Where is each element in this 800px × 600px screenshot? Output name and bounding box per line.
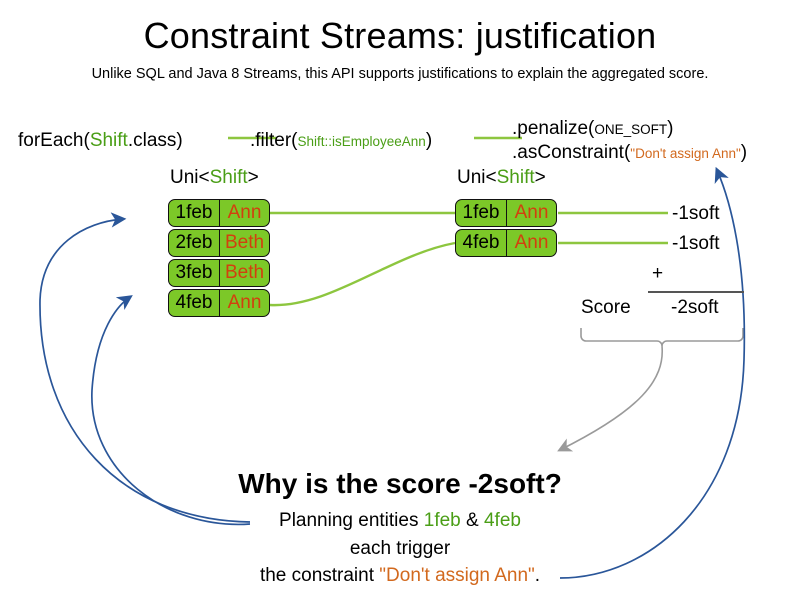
filter-tail: ) (425, 130, 433, 151)
score-explain-arrow (557, 345, 663, 452)
code-as-constraint: .asConstraint("Don't assign Ann") (512, 142, 747, 164)
shift-row[interactable]: 4feb Ann (168, 289, 270, 317)
explanation-line-1: Planning entities 1feb & 4feb (0, 510, 800, 532)
explanation-line1-prefix: Planning entities (279, 510, 424, 531)
explanation-line3-suffix: . (534, 565, 541, 586)
for-each-call: forEach( (18, 130, 90, 151)
as-constraint-tail: ) (740, 142, 748, 163)
shift-employee: Beth (224, 262, 265, 283)
code-penalize: .penalize(ONE_SOFT) (512, 118, 673, 140)
explanation-line3-prefix: the constraint (259, 565, 380, 586)
stream-line-4feb (269, 241, 456, 307)
explanation-amp: & (460, 510, 484, 531)
score-label: Score (581, 297, 631, 318)
score-brace (580, 328, 744, 347)
shift-date: 3feb (169, 260, 220, 286)
uni-right-type: Shift (496, 167, 535, 188)
filter-call: .filter( (250, 130, 298, 151)
uni-label-left: Uni<Shift> (170, 167, 259, 189)
score-divider (648, 291, 744, 293)
shift-employee: Ann (514, 232, 549, 253)
impact-value-2: -1soft (672, 233, 720, 254)
shift-row[interactable]: 1feb Ann (455, 199, 557, 227)
shift-row[interactable]: 4feb Ann (455, 229, 557, 257)
shift-date: 2feb (169, 230, 220, 256)
shift-row[interactable]: 2feb Beth (168, 229, 270, 257)
as-constraint-call: .asConstraint( (512, 142, 631, 163)
shift-list-left: 1feb Ann 2feb Beth 3feb Beth 4feb Ann (168, 199, 270, 319)
as-constraint-arg: "Don't assign Ann" (630, 146, 741, 161)
code-for-each: forEach(Shift.class) (18, 130, 183, 152)
explanation-entity-a: 1feb (423, 510, 461, 531)
shift-date: 4feb (169, 290, 220, 316)
slide-subtitle: Unlike SQL and Java 8 Streams, this API … (91, 66, 709, 82)
shift-employee: Beth (224, 232, 265, 253)
code-filter: .filter(Shift::isEmployeeAnn) (250, 130, 432, 152)
shift-employee: Ann (227, 292, 262, 313)
explanation-line-2: each trigger (349, 538, 451, 559)
explanation-heading: Why is the score -2soft? (238, 468, 562, 499)
shift-row[interactable]: 1feb Ann (168, 199, 270, 227)
slide-title: Constraint Streams: justification (143, 15, 657, 56)
shift-date: 1feb (169, 200, 220, 226)
shift-list-right: 1feb Ann 4feb Ann (455, 199, 557, 259)
for-each-type: Shift (89, 130, 128, 151)
shift-date: 1feb (456, 200, 507, 226)
explanation-constraint-name: "Don't assign Ann" (379, 565, 535, 586)
score-operator: + (652, 263, 664, 284)
score-total: -2soft (671, 297, 719, 318)
uni-left-suffix: > (247, 167, 259, 188)
explanation-entity-b: 4feb (483, 510, 521, 531)
uni-left-type: Shift (209, 167, 248, 188)
penalize-arg: ONE_SOFT (594, 122, 668, 137)
uni-label-right: Uni<Shift> (457, 167, 546, 189)
shift-employee: Ann (227, 202, 262, 223)
for-each-tail: .class) (127, 130, 183, 151)
uni-left-prefix: Uni< (170, 167, 210, 188)
shift-date: 4feb (456, 230, 507, 256)
penalize-tail: ) (667, 118, 674, 139)
penalize-call: .penalize( (512, 118, 595, 139)
uni-right-prefix: Uni< (457, 167, 497, 188)
explanation-line-3: the constraint "Don't assign Ann". (0, 565, 800, 587)
impact-value-1: -1soft (672, 203, 720, 224)
uni-right-suffix: > (534, 167, 546, 188)
shift-employee: Ann (514, 202, 549, 223)
filter-arg: Shift::isEmployeeAnn (297, 134, 426, 149)
shift-row[interactable]: 3feb Beth (168, 259, 270, 287)
